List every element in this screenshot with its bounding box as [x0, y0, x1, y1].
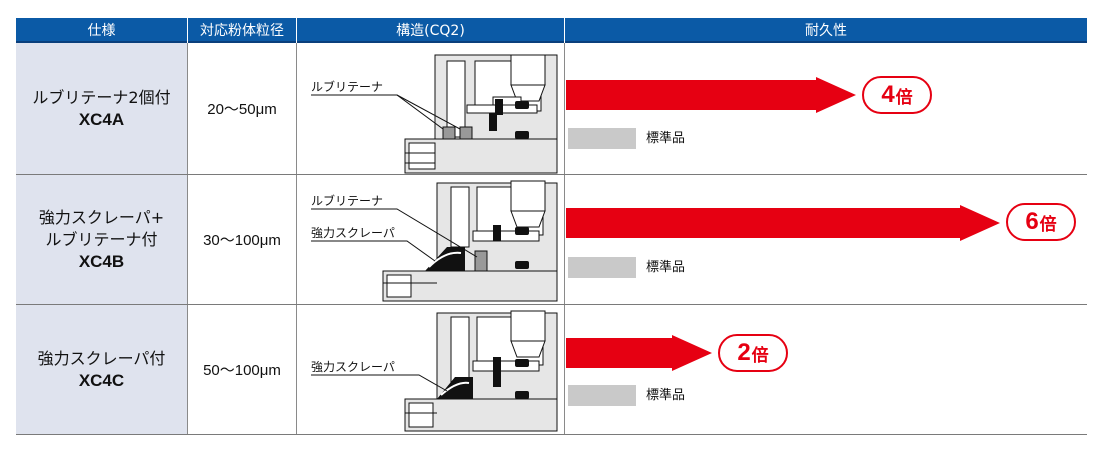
header-durability: 耐久性 [565, 18, 1087, 43]
callout-strong-scraper: 強力スクレーパ [311, 226, 395, 240]
durability-arrow-xc4b [566, 205, 1000, 241]
standard-bar [568, 257, 636, 278]
structure-diagram-xc4a: ルブリテーナ [311, 54, 558, 174]
structure-diagram-xc4c: 強力スクレーパ [311, 310, 558, 432]
particle-size-cell: 20～50μm [207, 101, 277, 118]
standard-bar [568, 385, 636, 406]
column-divider [564, 43, 565, 435]
header-spec: 仕様 [16, 18, 187, 43]
badge-number: 6 [1025, 208, 1039, 235]
spec-cell-xc4c: 強力スクレーパ付 XC4C [16, 305, 187, 434]
spec-name: ルブリテーナ2個付 [32, 87, 171, 107]
standard-label: 標準品 [646, 388, 686, 403]
header-structure: 構造(CQ2) [297, 18, 564, 43]
badge-unit: 倍 [895, 87, 913, 108]
standard-label: 標準品 [646, 131, 686, 146]
badge-unit: 倍 [1039, 214, 1057, 235]
durability-arrow [566, 335, 712, 371]
particle-size-cell: 50～100μm [203, 362, 281, 379]
callout-lubri-retainer: ルブリテーナ [311, 79, 383, 94]
badge-number: 4 [881, 81, 895, 108]
spec-cell-xc4b: 強力スクレーパ+ ルブリテーナ付 XC4B [16, 175, 187, 304]
callout-lubri-retainer: ルブリテーナ [311, 193, 383, 208]
column-divider [296, 43, 297, 435]
model-code: XC4B [78, 251, 125, 271]
spec-name: 強力スクレーパ+ [38, 207, 165, 227]
badge-number: 2 [737, 339, 751, 366]
column-divider [187, 43, 188, 435]
badge-unit: 倍 [751, 345, 769, 366]
durability-arrow-xc4c [566, 335, 712, 371]
header-particle-size: 対応粉体粒径 [188, 18, 296, 43]
model-code: XC4A [78, 109, 125, 129]
durability-arrow [566, 77, 856, 113]
model-code: XC4C [78, 370, 125, 390]
durability-arrow-xc4a [566, 77, 856, 113]
structure-diagram-xc4b: ルブリテーナ 強力スクレーパ [311, 180, 558, 302]
row-divider [16, 304, 1087, 305]
spec-name: 強力スクレーパ付 [37, 348, 166, 368]
spec-name-line2: ルブリテーナ付 [45, 229, 158, 249]
callout-strong-scraper: 強力スクレーパ [311, 360, 395, 374]
standard-label: 標準品 [646, 260, 686, 275]
spec-cell-xc4a: ルブリテーナ2個付 XC4A [16, 43, 187, 174]
table-bottom-border [16, 434, 1087, 435]
durability-arrow [566, 205, 1000, 241]
row-divider [16, 174, 1087, 175]
particle-size-cell: 30～100μm [203, 232, 281, 249]
standard-bar [568, 128, 636, 149]
